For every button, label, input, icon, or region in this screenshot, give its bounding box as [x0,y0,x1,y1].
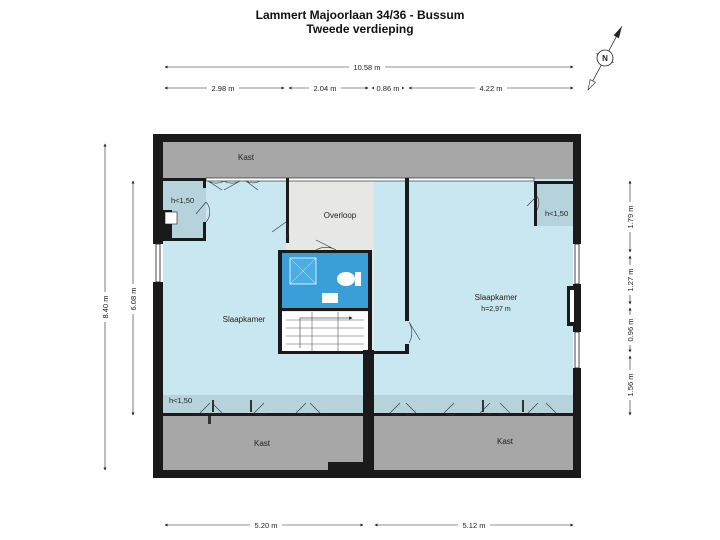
kast-bottom-right-fill [374,415,573,470]
dim-seg-1: 2.98 m [212,84,235,93]
kast-bottom-left-fill [163,415,363,470]
low-ceiling-label-top-right: h<1,50 [545,209,568,218]
dim-left-inner: 6.08 m [129,288,138,311]
compass-icon [587,26,623,91]
room-kast-top: Kast [238,153,255,162]
room-slaapkamer-left: Slaapkamer [223,315,266,324]
shower-drain-line-2 [289,257,317,285]
compass-label: N [602,54,608,63]
low-ceiling-label-top-left: h<1,50 [171,196,194,205]
plan-subtitle: Tweede verdieping [306,22,414,36]
dim-bg-2 [309,83,341,93]
stair-treads [286,312,364,352]
room-slaapkamer-right: Slaapkamer [475,293,518,302]
dim-bottom-right: 5.12 m [463,521,486,530]
dim-bg-r4 [625,370,635,400]
dim-total-width: 10.58 m [353,63,380,72]
stair [282,312,368,352]
doors [195,180,557,415]
top-partition [205,177,535,182]
dim-bg-bl [250,520,282,530]
dim-bg-r3 [625,315,635,345]
dim-seg-2: 2.04 m [314,84,337,93]
dim-bottom-left: 5.20 m [255,521,278,530]
stair-arrow [299,316,353,348]
plan-title: Lammert Majoorlaan 34/36 - Bussum [255,8,465,22]
low-ceiling-bottom-left [163,395,363,415]
partition-right [405,178,409,181]
dim-bg-total [349,62,385,72]
low-ceiling-label-bottom-left: h<1,50 [169,396,192,405]
dim-bg-3 [374,83,402,93]
dim-right-4: 1.56 m [626,374,635,397]
dim-right-1: 1.79 m [626,206,635,229]
dim-bg-l1 [100,292,110,322]
toilet-icon [337,272,355,286]
dim-right-2: 1.27 m [626,269,635,292]
kast-top-fill [163,142,573,179]
low-ceiling-bottom-right [374,395,573,415]
sink-icon [322,293,338,303]
dim-right-3: 0.96 m [626,319,635,342]
dim-left-total: 8.40 m [101,296,110,319]
dim-seg-3: 0.86 m [377,84,400,93]
dim-seg-4: 4.22 m [480,84,503,93]
room-kast-bottom-left: Kast [254,439,271,448]
toilet-tank [355,272,361,286]
room-slaapkamer-right-height: h=2,97 m [481,306,511,313]
partition-overloop [286,178,289,181]
dim-bg-r1 [625,202,635,232]
tap-icon [164,211,178,225]
dim-bg-br [458,520,490,530]
room-kast-bottom-right: Kast [497,437,514,446]
walls [153,134,581,478]
door-hinges [208,400,524,424]
dim-bg-4 [475,83,507,93]
dim-bg-l2 [128,284,138,314]
dim-bg-r2 [625,265,635,295]
room-overloop: Overloop [324,211,357,220]
dim-bg-1 [207,83,239,93]
low-ceiling-top-right [534,183,573,226]
